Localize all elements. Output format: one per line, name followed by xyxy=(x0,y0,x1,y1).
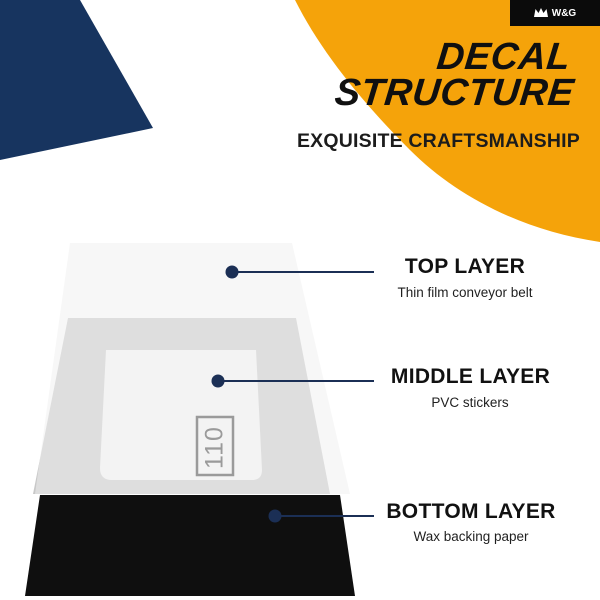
bottom-layer-description: Wax backing paper xyxy=(413,529,529,544)
middle-marker-dot xyxy=(211,374,225,388)
sticker-number-frame xyxy=(195,415,235,477)
top-layer-description: Thin film conveyor belt xyxy=(397,285,533,300)
top-layer-shape xyxy=(35,243,350,494)
navy-triangle xyxy=(0,0,153,160)
top-layer-title: TOP LAYER xyxy=(404,255,526,278)
brand-label: W&G xyxy=(551,7,577,19)
bottom-layer-title: BOTTOM LAYER xyxy=(386,500,556,523)
subtitle: EXQUISITE CRAFTSMANSHIP xyxy=(296,130,580,152)
top-marker-dot xyxy=(225,265,239,279)
sticker-number-box: 110 xyxy=(195,415,235,477)
bottom-marker-dot xyxy=(268,509,282,523)
middle-layer-title: MIDDLE LAYER xyxy=(390,365,551,388)
brand-logo: W&G xyxy=(510,0,600,26)
crown-icon xyxy=(533,8,548,17)
orange-swoosh xyxy=(295,0,600,242)
middle-layer-description: PVC stickers xyxy=(431,395,509,410)
